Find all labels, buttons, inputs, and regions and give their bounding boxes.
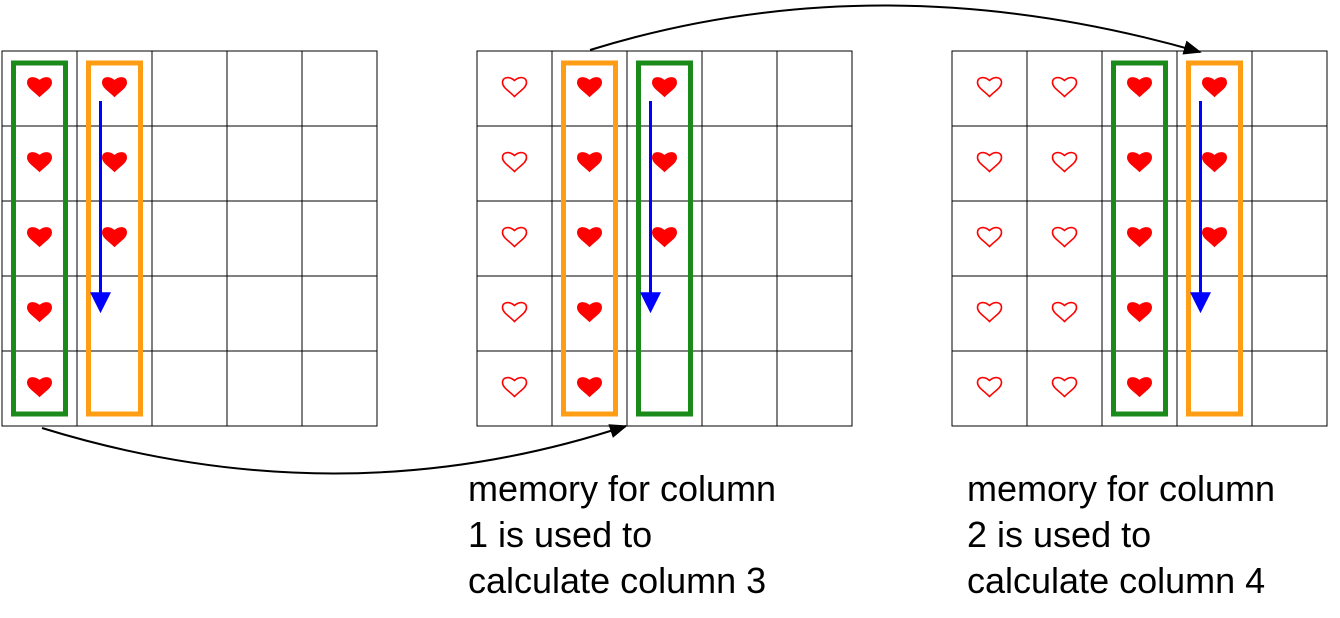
connectors-layer [41, 4, 1202, 475]
grid-3 [951, 50, 1328, 427]
grid-cell [226, 50, 303, 127]
heart-filled-icon [1126, 377, 1153, 398]
heart-outline-icon [501, 226, 528, 248]
grid-cell [701, 275, 778, 352]
grid-cell [151, 50, 228, 127]
previous-column-box [86, 60, 143, 417]
caption-column-2-to-4: memory for column 2 is used to calculate… [967, 466, 1275, 604]
heart-filled-icon [651, 77, 678, 98]
grid-cell [776, 275, 853, 352]
heart-outline-icon [976, 301, 1003, 323]
grids-layer [1, 50, 1328, 427]
heart-outline-icon [501, 76, 528, 98]
grid-cell [701, 350, 778, 427]
previous-column-box [1186, 60, 1243, 417]
current-column-box [11, 60, 68, 417]
grid-cell [151, 125, 228, 202]
heart-filled-icon [576, 152, 603, 173]
heart-outline-icon [976, 151, 1003, 173]
heart-outline-icon [1051, 76, 1078, 98]
grid-cell [301, 350, 378, 427]
grid-cell [776, 50, 853, 127]
grid-cell [151, 350, 228, 427]
grid-cell [151, 200, 228, 277]
caption-line: calculate column 3 [468, 560, 767, 601]
heart-filled-icon [1126, 227, 1153, 248]
heart-outline-icon [976, 226, 1003, 248]
heart-filled-icon [1126, 77, 1153, 98]
heart-filled-icon [26, 77, 53, 98]
caption-line: 1 is used to [468, 514, 653, 555]
caption-line: calculate column 4 [967, 560, 1266, 601]
grid-cell [701, 50, 778, 127]
grid-2 [476, 50, 853, 427]
grid-cell [226, 200, 303, 277]
grid-cell [776, 200, 853, 277]
heart-filled-icon [1201, 152, 1228, 173]
grid-cell [226, 275, 303, 352]
grid-cell [151, 275, 228, 352]
heart-filled-icon [1201, 227, 1228, 248]
grid-cell [301, 125, 378, 202]
grid-cell [701, 125, 778, 202]
grid-cell [301, 275, 378, 352]
heart-outline-icon [501, 301, 528, 323]
grid-cell [1251, 200, 1328, 277]
caption-line: memory for column [967, 468, 1276, 509]
connector-arrow-grid1-to-grid2 [41, 424, 628, 475]
grid-cell [776, 125, 853, 202]
caption-line: 2 is used to [967, 514, 1152, 555]
current-column-box [636, 60, 693, 417]
heart-outline-icon [1051, 376, 1078, 398]
grid-cell [1251, 50, 1328, 127]
heart-outline-icon [1051, 151, 1078, 173]
heart-filled-icon [26, 302, 53, 323]
current-column-box [1111, 60, 1168, 417]
grid-cell [1251, 125, 1328, 202]
heart-outline-icon [1051, 301, 1078, 323]
heart-filled-icon [576, 377, 603, 398]
heart-filled-icon [1126, 152, 1153, 173]
grid-cell [226, 350, 303, 427]
heart-filled-icon [101, 152, 128, 173]
grid-cell [1251, 275, 1328, 352]
heart-filled-icon [651, 152, 678, 173]
heart-outline-icon [501, 151, 528, 173]
heart-filled-icon [651, 227, 678, 248]
heart-filled-icon [1126, 302, 1153, 323]
grid-1 [1, 50, 378, 427]
grid-cell [776, 350, 853, 427]
connector-arrow-grid2-to-grid3 [589, 4, 1202, 55]
heart-filled-icon [101, 227, 128, 248]
grid-cell [226, 125, 303, 202]
heart-filled-icon [26, 227, 53, 248]
heart-filled-icon [576, 302, 603, 323]
previous-column-box [561, 60, 618, 417]
grid-cell [1251, 350, 1328, 427]
heart-filled-icon [26, 152, 53, 173]
heart-filled-icon [576, 77, 603, 98]
heart-filled-icon [101, 77, 128, 98]
heart-filled-icon [1201, 77, 1228, 98]
heart-outline-icon [976, 376, 1003, 398]
heart-outline-icon [1051, 226, 1078, 248]
grid-cell [701, 200, 778, 277]
heart-outline-icon [976, 76, 1003, 98]
heart-filled-icon [576, 227, 603, 248]
caption-line: memory for column [468, 468, 777, 509]
caption-column-1-to-3: memory for column 1 is used to calculate… [468, 466, 776, 604]
grid-cell [301, 50, 378, 127]
heart-filled-icon [26, 377, 53, 398]
grid-cell [301, 200, 378, 277]
heart-outline-icon [501, 376, 528, 398]
